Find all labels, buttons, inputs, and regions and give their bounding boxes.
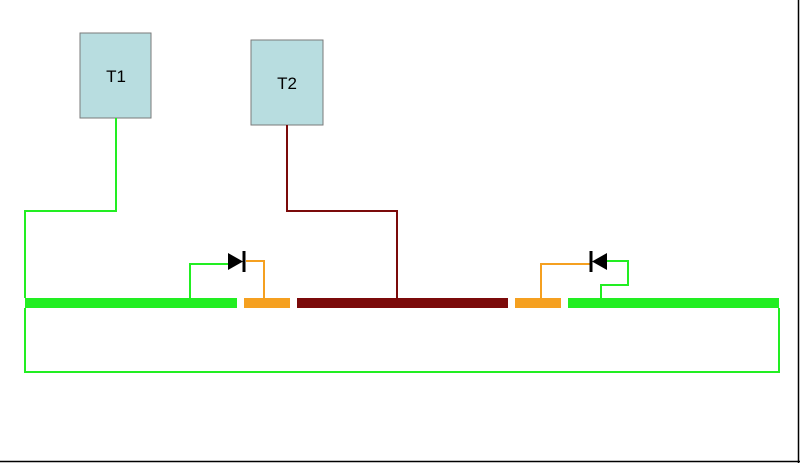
left-diode-green-lead [189,263,230,298]
rail-section-right-green [568,298,779,308]
left-diode-triangle [228,253,243,270]
diode-icon [589,251,607,272]
right-diode-green-lead [600,260,629,298]
terminal-t1: T1 [79,32,152,119]
t2-feed-wire [286,125,398,298]
terminal-t2: T2 [250,39,324,126]
left-diode-orange-lead [246,260,265,298]
right-diode-triangle [592,253,607,270]
terminal-t1-label: T1 [106,67,126,86]
diode-icon [228,251,246,272]
rail-section-left-orange [244,298,290,308]
rail-section-left-green [25,298,237,308]
terminal-t1-box [79,32,152,119]
t1-feed-wire [24,118,117,298]
terminal-t2-label: T2 [277,74,297,93]
terminal-t2-box [250,39,324,126]
return-loop-wire [24,308,780,373]
rail-section-center-darkred [297,298,508,308]
right-diode-orange-lead [540,263,590,298]
rail-section-right-orange [515,298,561,308]
